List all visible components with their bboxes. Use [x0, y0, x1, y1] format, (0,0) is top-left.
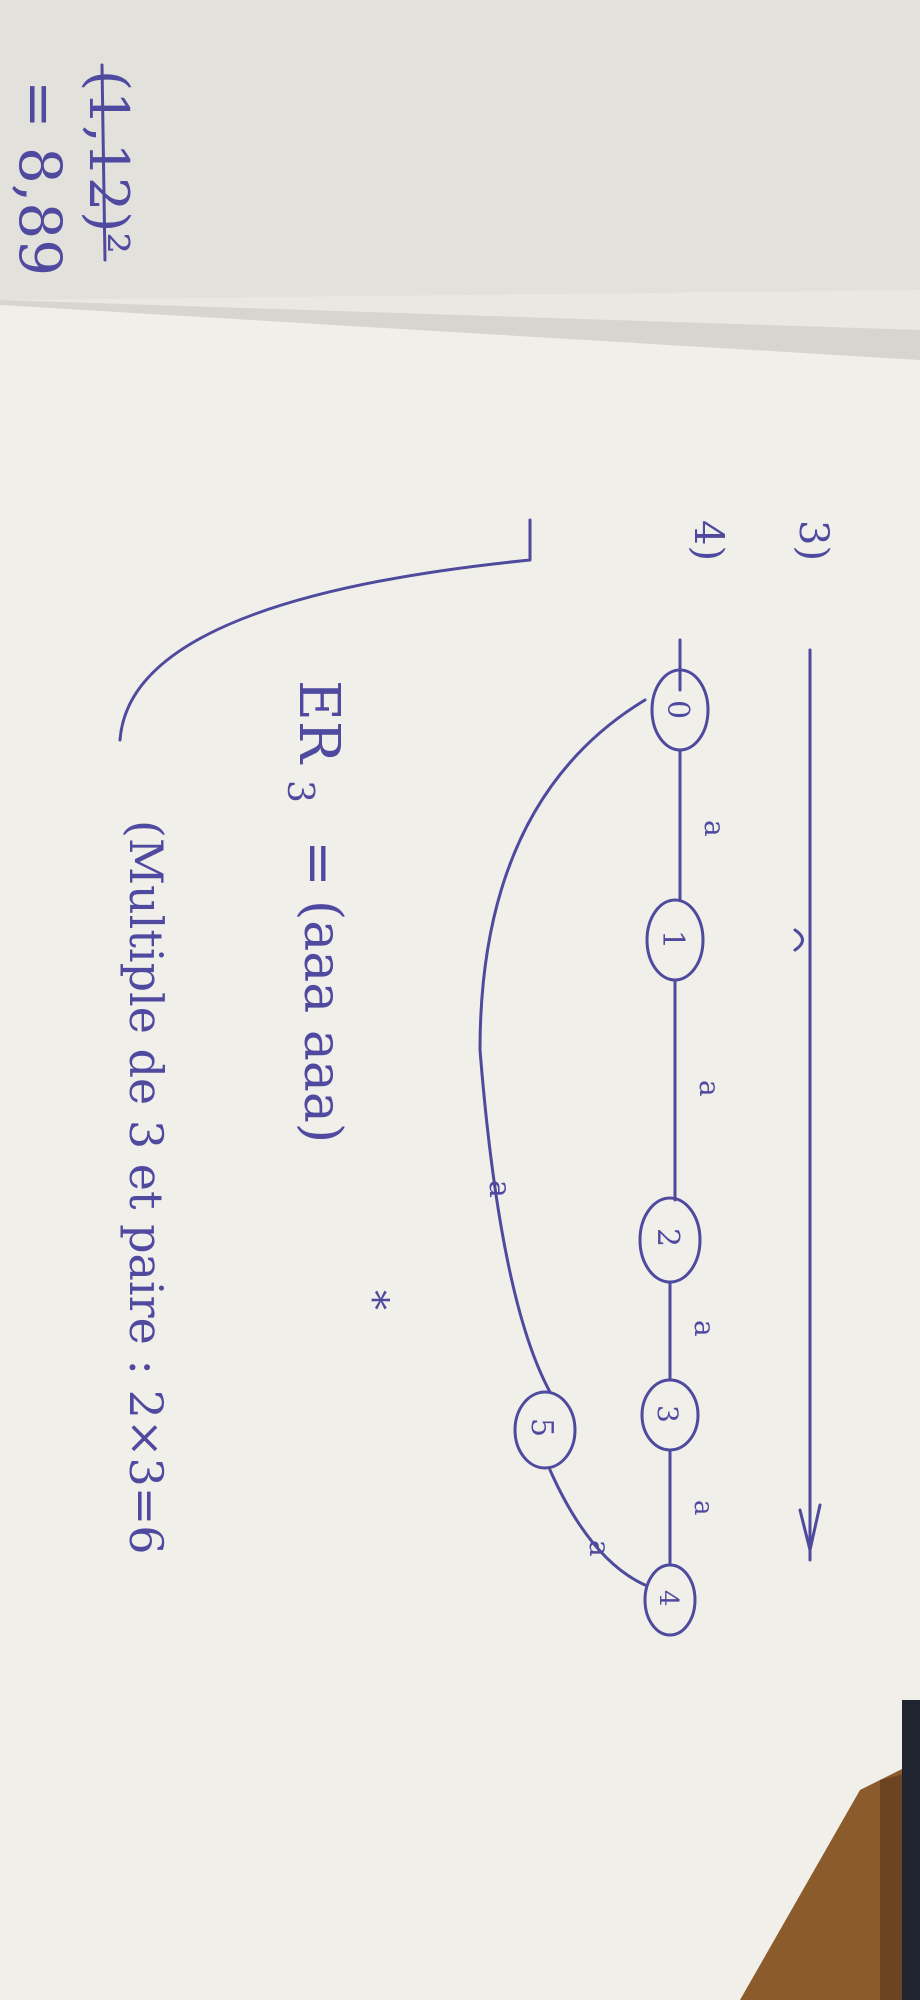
edge-1-2-label: a — [693, 1080, 726, 1097]
edge-5-0-label: a — [482, 1180, 517, 1198]
er-expression: (aaa aaa) — [292, 900, 352, 1143]
bracket-arrow — [118, 518, 532, 742]
er-subscript: 3 — [279, 780, 320, 803]
wood-table — [740, 1760, 920, 2000]
top-sheet-line2: = 8,89 — [6, 80, 74, 276]
edge-0-1-label: a — [698, 820, 731, 837]
er-star: * — [350, 1290, 396, 1310]
top-sheet — [0, 0, 920, 300]
er-equals: = — [286, 840, 351, 887]
state-3-label: 3 — [651, 1405, 684, 1423]
top-sheet-line1: (1,12)² — [77, 70, 140, 254]
edge-2-3-label: a — [688, 1320, 721, 1337]
automaton: 0 a 1 a 2 a 3 a 4 a 5 a — [478, 638, 731, 1637]
comment-text: (Multiple de 3 et paire : 2×3=6 — [119, 820, 173, 1555]
edge-3-4-label: a — [688, 1500, 718, 1516]
edge-4-5-label: a — [583, 1540, 616, 1557]
edge-4-5 — [548, 1468, 647, 1587]
sheet-shadow — [0, 300, 920, 360]
state-4-label: 4 — [653, 1590, 683, 1607]
state-0-label: 0 — [660, 700, 695, 719]
state-1-label: 1 — [655, 930, 690, 949]
state-4 — [643, 1563, 697, 1637]
answer-arrow — [798, 1503, 822, 1552]
state-5-label: 5 — [524, 1418, 559, 1437]
top-sheet-overline — [100, 63, 107, 262]
state-2-label: 2 — [650, 1228, 685, 1247]
er-label: ER — [286, 680, 351, 765]
state-5 — [513, 1390, 577, 1470]
question-3-label: 3) — [790, 520, 836, 561]
pen-object — [902, 1700, 920, 2000]
edge-5-0 — [478, 698, 647, 1394]
question-4-label: 4) — [685, 520, 731, 561]
caret-mark — [793, 928, 804, 952]
